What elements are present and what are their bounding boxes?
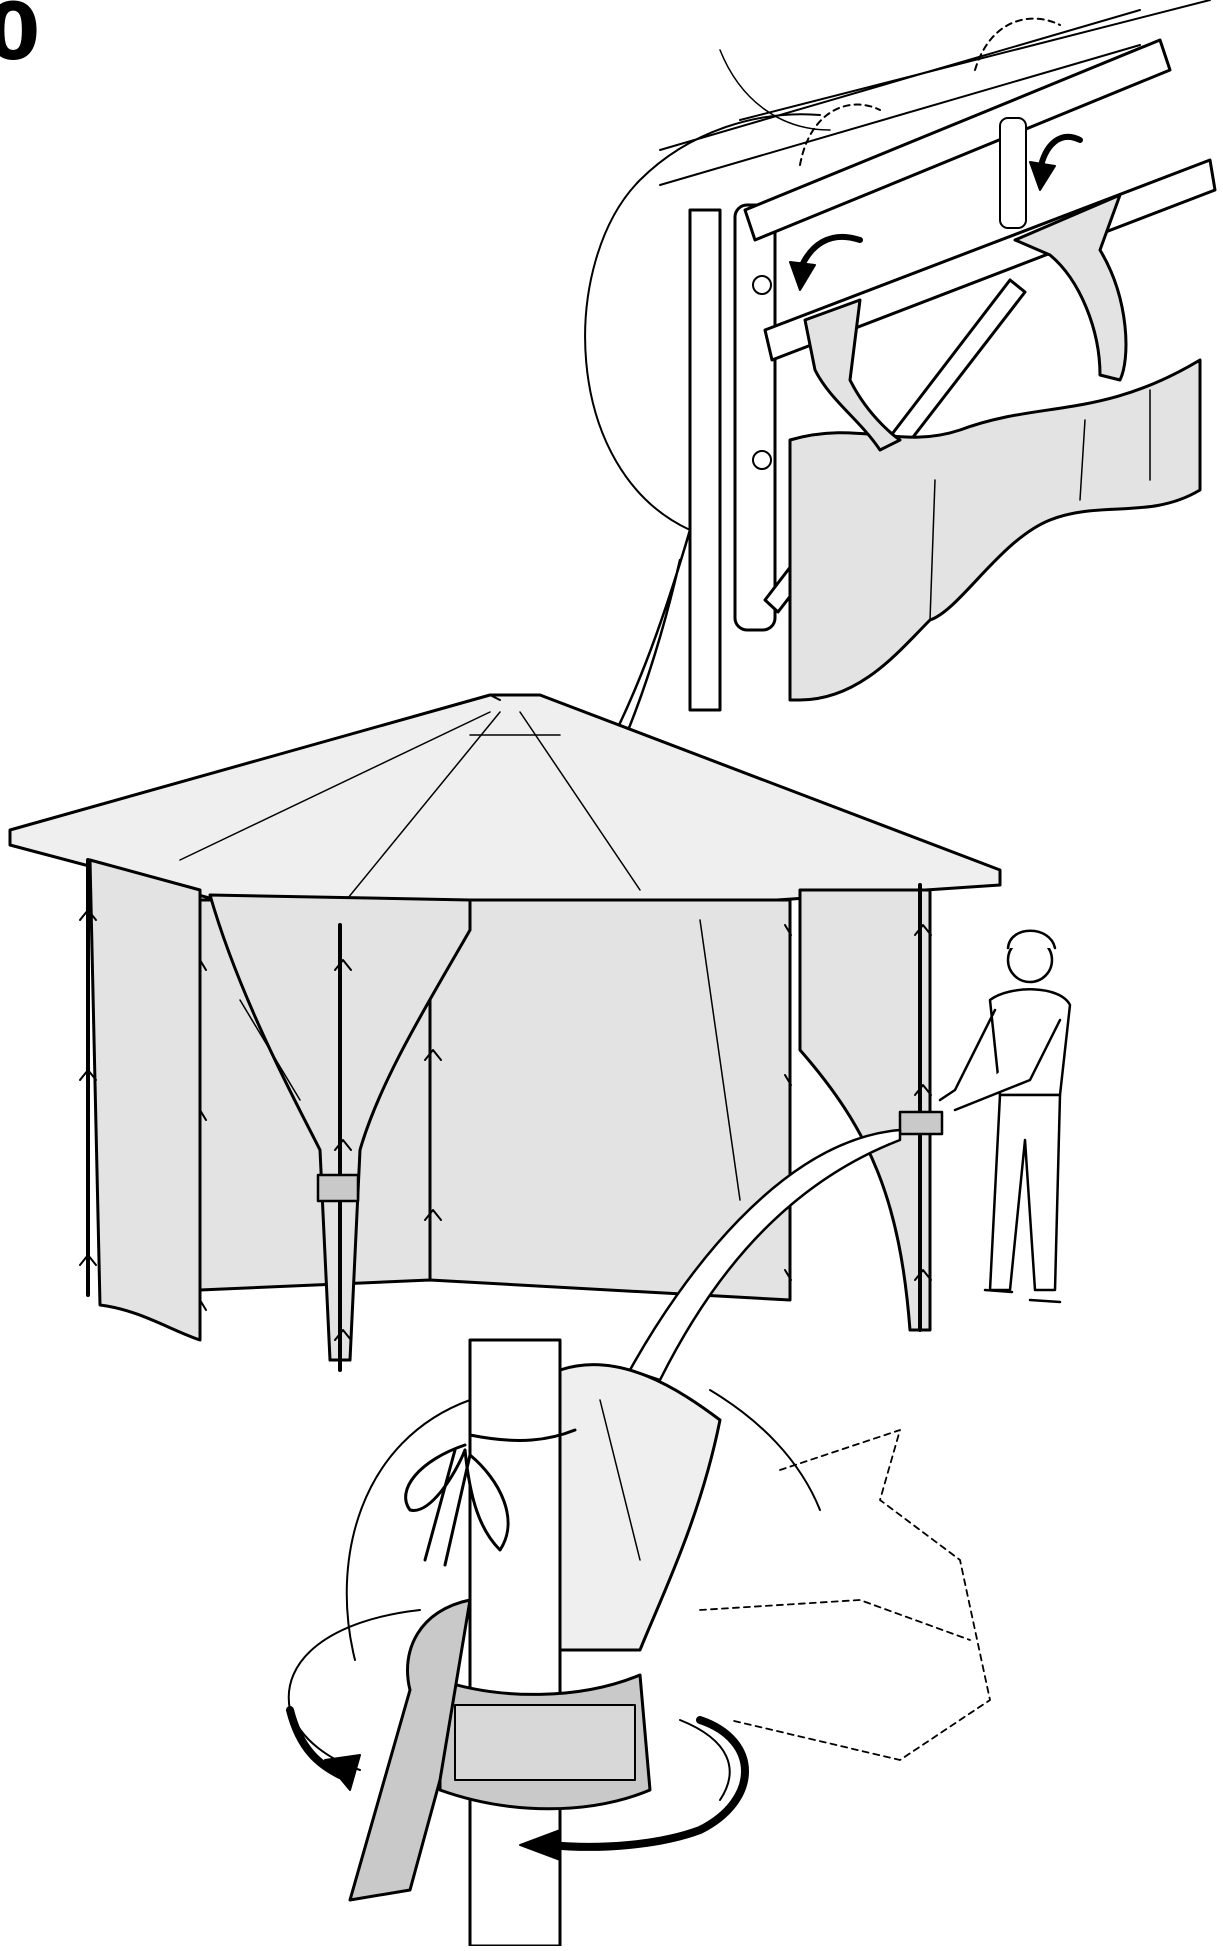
bottom-detail-post — [289, 1340, 990, 1946]
gazebo-overview — [10, 695, 1000, 1370]
step-number: 0 — [0, 0, 40, 72]
top-detail-rail — [585, 0, 1215, 710]
person-figure — [940, 931, 1070, 1302]
